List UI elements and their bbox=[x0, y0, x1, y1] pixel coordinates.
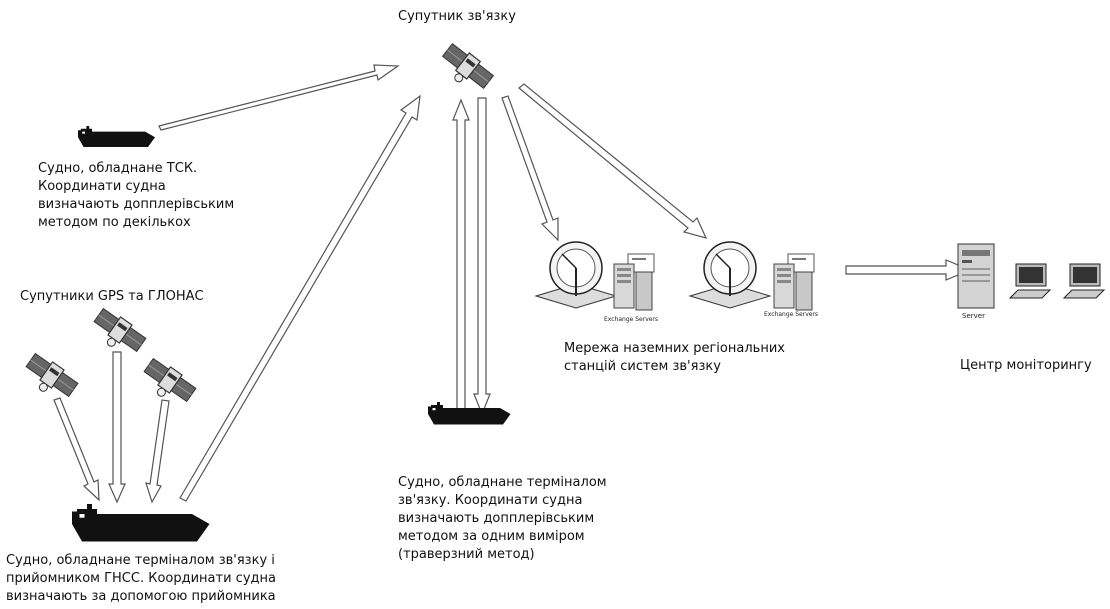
signal-arrows bbox=[53, 64, 972, 504]
ground-station-1 bbox=[534, 241, 655, 311]
ship-tsk-label: Судно, обладнане ТСК. Координати судна в… bbox=[38, 161, 235, 230]
workstation-computer-icon bbox=[1062, 263, 1106, 299]
monitoring-center-label: Центр моніторингу bbox=[960, 358, 1092, 373]
ship-icon bbox=[78, 126, 155, 147]
comm-satellite-label: Супутник зв'язку bbox=[398, 9, 516, 24]
ship-icon bbox=[72, 504, 210, 542]
ground-station-2 bbox=[688, 241, 815, 311]
arrow-satellite-to-station-1 bbox=[501, 95, 559, 242]
ship-traverse-label: Судно, обладнане терміналом зв'язку. Коо… bbox=[398, 475, 607, 562]
ship-gnss-label: Судно, обладнане терміналом зв'язку і пр… bbox=[6, 553, 276, 604]
exchange-server-caption: Exchange Servers bbox=[764, 311, 819, 318]
server-caption: Server bbox=[962, 312, 985, 320]
gnss-satellite-icon bbox=[19, 350, 81, 407]
satellite-dish-icon bbox=[688, 241, 772, 309]
arrow-gnss-sat-1-to-ship bbox=[53, 397, 100, 502]
server-tower-icon bbox=[957, 243, 995, 309]
arrow-ship-traverse-up bbox=[452, 98, 470, 416]
arrow-satellite-to-station-2 bbox=[518, 83, 708, 239]
exchange-server-icon bbox=[613, 253, 655, 311]
arrow-gnss-sat-3-to-ship bbox=[145, 399, 170, 504]
exchange-server-caption: Exchange Servers bbox=[604, 316, 659, 323]
workstation-computer-icon bbox=[1008, 263, 1052, 299]
arrow-station-to-monitoring bbox=[845, 259, 972, 281]
arrow-ship-gnss-to-satellite bbox=[179, 94, 421, 502]
gnss-satellites-label: Супутники GPS та ГЛОНАС bbox=[20, 289, 204, 304]
ship-icon bbox=[428, 402, 511, 425]
arrow-gnss-sat-2-to-ship bbox=[108, 351, 126, 504]
ground-network-label: Мережа наземних регіональних станцій сис… bbox=[564, 341, 785, 374]
communication-satellite-icon bbox=[435, 40, 496, 98]
arrow-ship-tsk-to-satellite bbox=[158, 64, 400, 131]
satellite-dish-icon bbox=[534, 241, 618, 309]
arrow-satellite-down-to-ship bbox=[473, 97, 491, 416]
exchange-server-icon bbox=[773, 253, 815, 311]
